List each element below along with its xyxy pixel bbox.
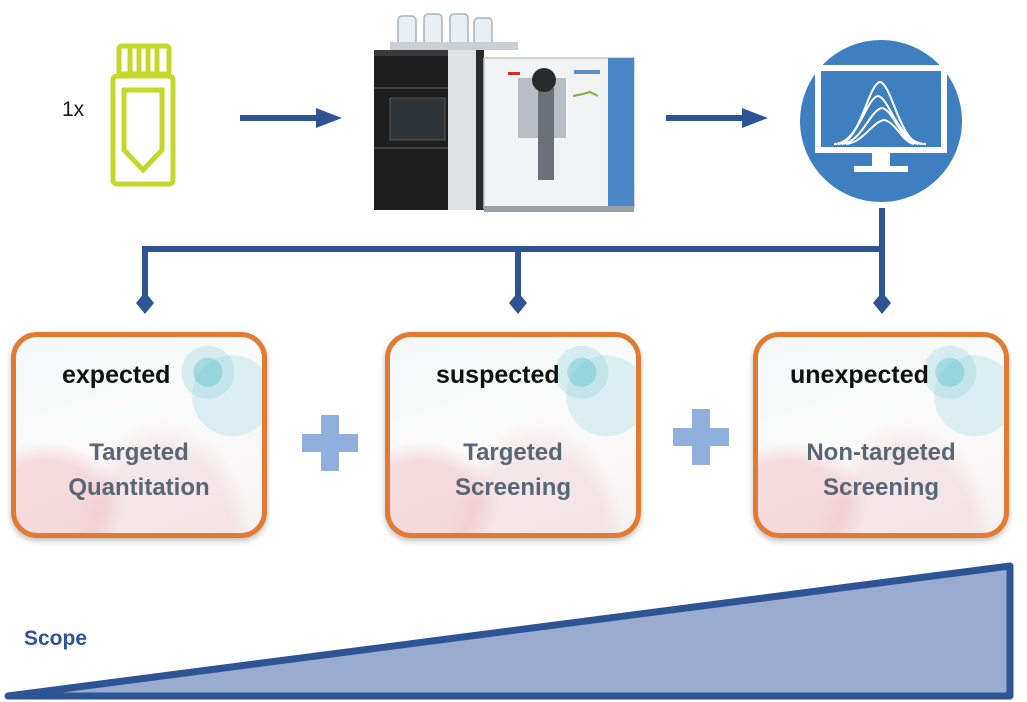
approach-title-line2: Screening [822, 474, 940, 501]
vial-icon [108, 42, 178, 190]
approach-title: Non-targeted Screening [758, 435, 1004, 505]
approach-title-line2: Quantitation [68, 474, 210, 501]
flow-arrow-2 [664, 106, 769, 130]
plus-icon [673, 409, 729, 465]
plus-icon [302, 415, 358, 471]
approach-box-suspected: suspected Targeted Screening [385, 332, 641, 538]
flow-arrow-1 [238, 106, 343, 130]
lc-ms-instrument-icon [368, 8, 643, 218]
approach-tag: suspected [436, 361, 560, 389]
monitor-chromatogram-icon [798, 38, 964, 204]
approach-title: Targeted Screening [390, 435, 636, 505]
approach-tag: expected [62, 361, 171, 389]
connector-lines [130, 206, 900, 318]
approach-box-unexpected: unexpected Non-targeted Screening [753, 332, 1009, 538]
approach-title-line1: Non-targeted [806, 439, 956, 466]
approach-title-line1: Targeted [89, 439, 189, 466]
scope-label: Scope [24, 627, 88, 650]
scope-wedge [0, 560, 1027, 702]
sample-count-label: 1x [62, 98, 85, 121]
approach-box-expected: expected Targeted Quantitation [11, 332, 267, 538]
approach-tag: unexpected [790, 361, 929, 389]
approach-title-line2: Screening [454, 474, 572, 501]
approach-title: Targeted Quantitation [16, 435, 262, 505]
approach-title-line1: Targeted [463, 439, 563, 466]
